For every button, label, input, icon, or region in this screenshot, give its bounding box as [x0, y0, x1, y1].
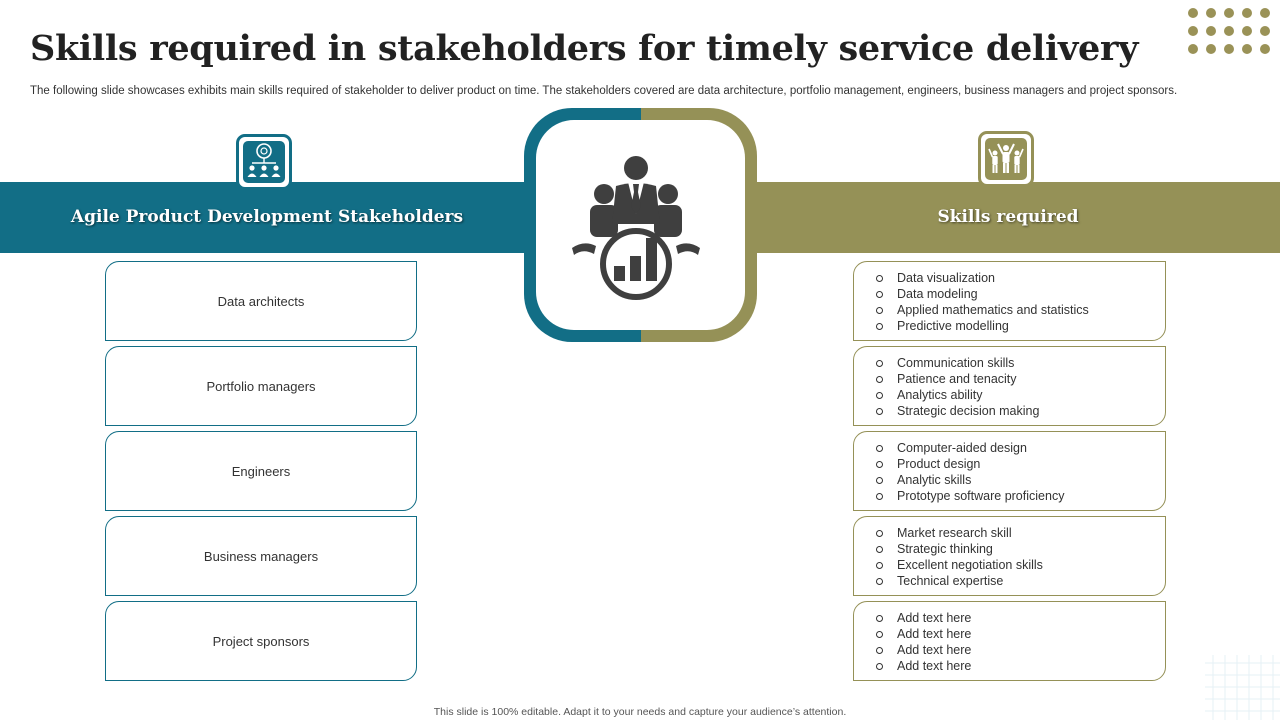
business-team-growth-icon — [572, 156, 700, 300]
skill-item: Data modeling — [876, 286, 1165, 302]
stakeholder-card: Business managers — [105, 516, 417, 596]
skill-item: Add text here — [876, 658, 1165, 674]
skill-item: Analytic skills — [876, 472, 1165, 488]
stakeholder-label: Project sponsors — [212, 633, 310, 649]
skill-item: Prototype software proficiency — [876, 488, 1165, 504]
skill-item: Strategic decision making — [876, 403, 1165, 419]
skill-item: Add text here — [876, 626, 1165, 642]
skill-item: Market research skill — [876, 525, 1165, 541]
celebrating-team-icon — [988, 143, 1024, 173]
stakeholders-heading: Agile Product Development Stakeholders — [70, 207, 464, 227]
skills-list: Data visualization Data modeling Applied… — [853, 261, 1166, 686]
stakeholder-label: Data architects — [217, 293, 305, 309]
skill-item: Computer-aided design — [876, 440, 1165, 456]
skills-card: Communication skills Patience and tenaci… — [853, 346, 1166, 426]
skills-card: Computer-aided design Product design Ana… — [853, 431, 1166, 511]
page-title: Skills required in stakeholders for time… — [30, 28, 1139, 69]
stakeholder-label: Engineers — [231, 463, 291, 479]
stakeholder-card: Data architects — [105, 261, 417, 341]
skill-item: Add text here — [876, 642, 1165, 658]
skills-card: Add text here Add text here Add text her… — [853, 601, 1166, 681]
stakeholder-label: Portfolio managers — [206, 378, 316, 394]
center-hub — [524, 108, 757, 342]
skill-item: Excellent negotiation skills — [876, 557, 1165, 573]
footer-note: This slide is 100% editable. Adapt it to… — [433, 706, 847, 718]
stakeholder-card: Project sponsors — [105, 601, 417, 681]
decorative-dots — [1188, 8, 1278, 54]
skill-item: Applied mathematics and statistics — [876, 302, 1165, 318]
stakeholders-header-band: Agile Product Development Stakeholders — [0, 182, 530, 253]
stakeholder-card: Portfolio managers — [105, 346, 417, 426]
page-subtitle: The following slide showcases exhibits m… — [30, 85, 1178, 97]
team-hierarchy-icon — [247, 143, 281, 177]
skill-item: Predictive modelling — [876, 318, 1165, 334]
skill-item: Product design — [876, 456, 1165, 472]
stakeholder-label: Business managers — [203, 548, 319, 564]
skills-heading: Skills required — [937, 207, 1079, 227]
skills-card: Market research skill Strategic thinking… — [853, 516, 1166, 596]
skill-item: Communication skills — [876, 355, 1165, 371]
skills-header-band: Skills required — [752, 182, 1280, 253]
skill-item: Technical expertise — [876, 573, 1165, 589]
skill-item: Analytics ability — [876, 387, 1165, 403]
skill-item: Strategic thinking — [876, 541, 1165, 557]
skill-item: Data visualization — [876, 270, 1165, 286]
stakeholders-badge — [236, 134, 292, 190]
skills-badge — [978, 131, 1034, 187]
skills-card: Data visualization Data modeling Applied… — [853, 261, 1166, 341]
skill-item: Add text here — [876, 610, 1165, 626]
stakeholder-card: Engineers — [105, 431, 417, 511]
skill-item: Patience and tenacity — [876, 371, 1165, 387]
stakeholder-list: Data architects Portfolio managers Engin… — [105, 261, 417, 686]
decorative-grid — [1205, 655, 1280, 720]
